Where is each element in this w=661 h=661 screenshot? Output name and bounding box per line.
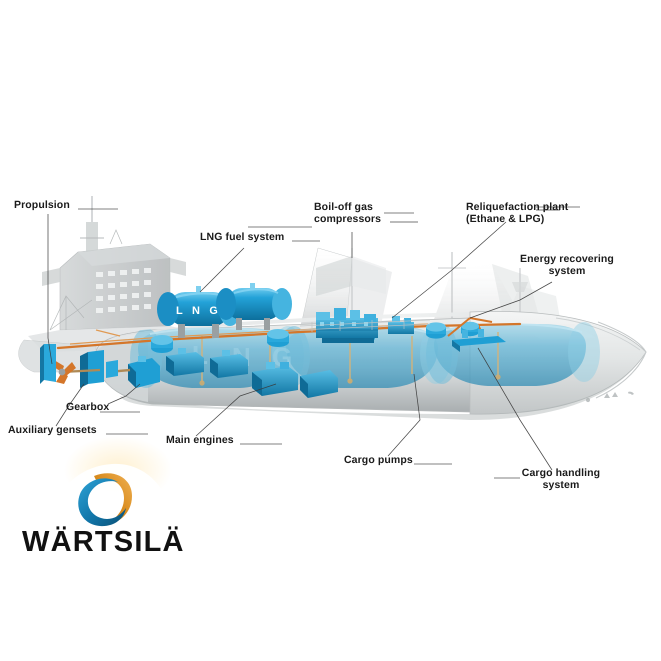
ghost-superstructure [18, 196, 196, 373]
wartsila-wordmark: WÄRTSILÄ [22, 526, 185, 558]
callout-lng-fuel-system: LNG fuel system [200, 231, 285, 243]
lng-fuel-tanks: L N G [157, 283, 292, 338]
label-underlines [78, 206, 580, 479]
leader-main-engines [195, 383, 277, 437]
main-engine-1 [166, 348, 204, 376]
leader-reliquefaction-b [391, 221, 507, 319]
callout-reliquefaction-plant: Reliquefaction plant (Ethane & LPG) [466, 201, 569, 225]
gearbox-unit [107, 356, 160, 388]
deck-dome-1 [151, 335, 173, 353]
callout-energy-recovering-system: Energy recovering system [520, 253, 614, 277]
auxiliary-genset-1 [80, 350, 104, 388]
lng-fuel-tank-front [216, 288, 292, 330]
main-engine-2 [210, 350, 248, 378]
callout-auxiliary-gensets: Auxiliary gensets [8, 424, 97, 436]
callout-cargo-handling-system: Cargo handling system [521, 467, 601, 491]
deck-dome-4 [426, 322, 446, 339]
leader-lng-fuel-system [199, 247, 245, 293]
callout-propulsion: Propulsion [14, 199, 70, 211]
deck-dome-2 [267, 329, 289, 347]
leader-cargo-pumps [387, 373, 421, 457]
propulsion-unit [40, 344, 101, 384]
leader-energy-recovering [469, 281, 553, 319]
callout-boil-off-gas-compressors: Boil-off gas compressors [314, 201, 382, 225]
main-engine-4 [300, 370, 338, 398]
cargo-handling-skid [447, 317, 506, 352]
leader-propulsion [47, 214, 53, 365]
leader-gearbox [107, 383, 141, 405]
lng-tank-text: L N G [176, 305, 221, 317]
leader-auxiliary-gensets [55, 383, 85, 427]
wartsila-logo: WÄRTSILÄ [22, 470, 185, 562]
wartsila-logo-mark [78, 473, 132, 527]
callout-cargo-pumps: Cargo pumps [344, 454, 413, 466]
leader-cargo-handling [477, 347, 553, 471]
deck-equipment [151, 308, 506, 353]
callout-gearbox: Gearbox [66, 401, 110, 413]
auxiliary-genset-2 [106, 360, 118, 378]
leader-lines [47, 209, 560, 471]
callout-main-engines: Main engines [166, 434, 234, 446]
